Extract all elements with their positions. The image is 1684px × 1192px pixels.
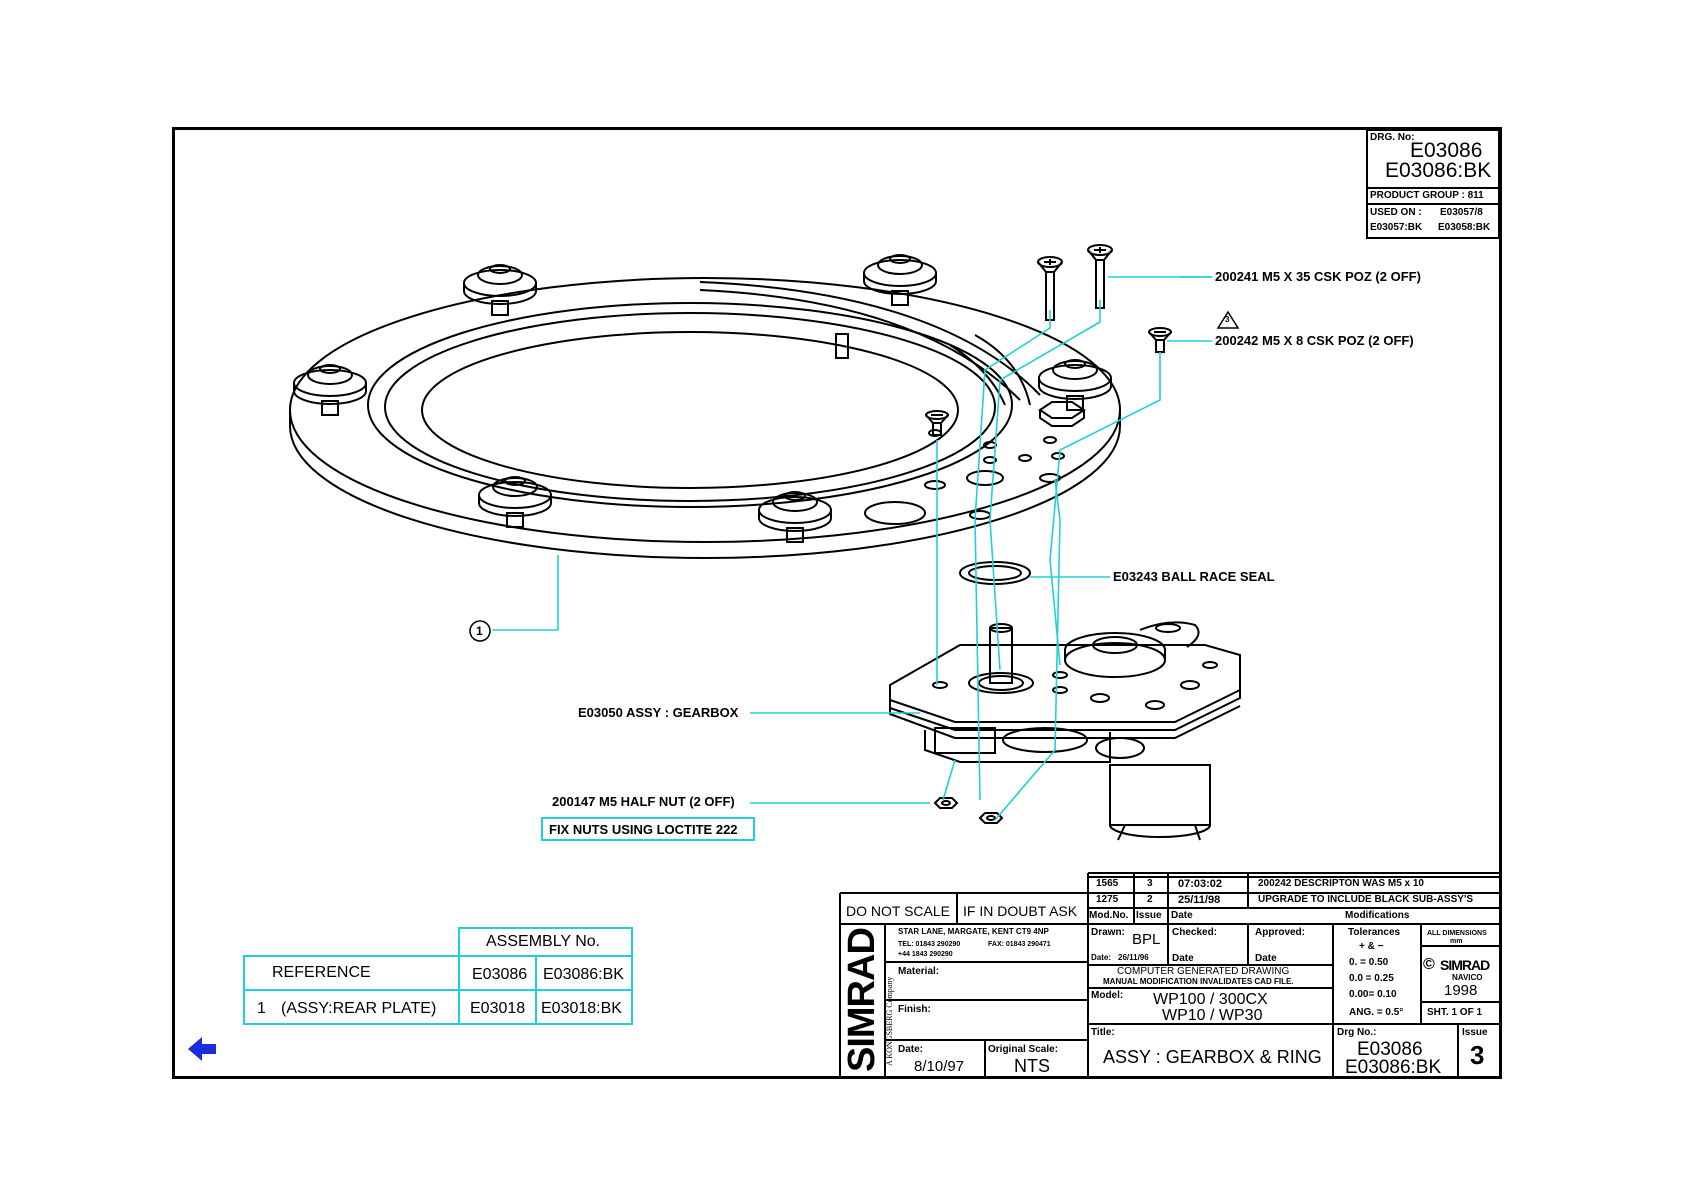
mod-row2-date: 25/11/98: [1178, 894, 1221, 906]
brand-logo-text: SIMRAD: [1440, 957, 1490, 973]
company-address: STAR LANE, MARGATE, KENT CT9 4NP: [898, 927, 1049, 936]
tolerance-2: 0.0 = 0.25: [1349, 973, 1394, 984]
drg-no-label: DRG. No:: [1370, 132, 1415, 143]
company-logo-text: SIMRAD: [841, 928, 883, 1072]
date-label: Date:: [898, 1044, 924, 1055]
used-on-label: USED ON :: [1370, 207, 1422, 218]
callout-half-nut: 200147 M5 HALF NUT (2 OFF): [552, 794, 735, 809]
callout-screw-long: 200241 M5 X 35 CSK POZ (2 OFF): [1215, 269, 1421, 284]
mod-header-mod: Mod.No.: [1089, 910, 1129, 921]
ball-race-seal: [959, 561, 1031, 585]
mod-row1-date: 07:03:02: [1178, 878, 1223, 890]
used-on-2: E03057:BK: [1370, 222, 1423, 233]
if-in-doubt: IF IN DOUBT ASK: [963, 903, 1078, 919]
used-on-3: E03058:BK: [1438, 222, 1491, 233]
drawing-title: ASSY : GEARBOX & RING: [1103, 1047, 1322, 1067]
arrow-left-icon[interactable]: [186, 1036, 218, 1062]
row-col1: E03018: [470, 1000, 526, 1017]
material-label: Material:: [898, 966, 940, 977]
mod-row2-mod: 1275: [1096, 894, 1119, 905]
issue-label: Issue: [1462, 1027, 1488, 1038]
mod-row1-issue: 3: [1147, 878, 1153, 889]
gearbox-assembly: [889, 621, 1241, 841]
mod-row1-mod: 1565: [1096, 878, 1119, 889]
row-item-number: 1: [257, 1000, 266, 1017]
drg-no-footer-label: Drg No.:: [1337, 1027, 1377, 1038]
checked-label: Checked:: [1172, 927, 1218, 938]
all-dimensions-unit: mm: [1450, 938, 1463, 945]
row-description: (ASSY:REAR PLATE): [281, 1000, 437, 1017]
copyright-icon: ©: [1423, 956, 1435, 973]
reference-label: REFERENCE: [272, 964, 371, 981]
company-sub: A KONGSBERG Company: [885, 976, 894, 1066]
cad-note-1: COMPUTER GENERATED DRAWING: [1117, 966, 1290, 977]
callout-screw-short: 200242 M5 X 8 CSK POZ (2 OFF): [1215, 333, 1414, 348]
issue-value: 3: [1470, 1040, 1485, 1070]
drg-no-footer-2: E03086:BK: [1345, 1057, 1442, 1078]
tolerance-4: ANG. = 0.5°: [1349, 1007, 1404, 1018]
all-dimensions: ALL DIMENSIONS: [1427, 930, 1487, 937]
copyright-year: 1998: [1444, 982, 1478, 999]
title-label: Title:: [1091, 1027, 1115, 1038]
drg-no-primary: E03086: [1410, 139, 1483, 162]
rear-ring-plate: [289, 277, 1121, 559]
brand-navico: NAVICO: [1452, 973, 1483, 982]
loctite-note: FIX NUTS USING LOCTITE 222: [549, 822, 738, 837]
drawn-label: Drawn:: [1091, 927, 1125, 938]
company-tel: TEL: 01843 290290: [898, 941, 961, 948]
tolerance-1: 0. = 0.50: [1349, 957, 1389, 968]
mod-row2-issue: 2: [1147, 894, 1153, 905]
drawn-value: BPL: [1132, 931, 1161, 948]
half-nuts: [933, 797, 1004, 824]
title-block-lines: [839, 129, 1500, 1077]
scale-value: NTS: [1014, 1056, 1050, 1076]
item-marker-number: 1: [476, 624, 483, 638]
assembly-col1: E03086: [472, 966, 528, 983]
issue-marker-number: 3: [1225, 315, 1230, 324]
date-value: 8/10/97: [914, 1058, 965, 1075]
tolerance-sign: + & −: [1359, 941, 1384, 952]
model-line-1: WP100 / 300CX: [1153, 991, 1268, 1008]
assembly-header: ASSEMBLY No.: [486, 933, 601, 950]
callout-seal: E03243 BALL RACE SEAL: [1113, 569, 1275, 584]
checked-date-label: Date: [1172, 953, 1194, 964]
company-fax: FAX: 01843 290471: [988, 941, 1051, 948]
mod-header-issue: Issue: [1136, 910, 1162, 921]
company-tel2: +44 1843 290290: [898, 951, 953, 958]
finish-label: Finish:: [898, 1004, 931, 1015]
mod-header-date: Date: [1171, 910, 1193, 921]
approved-label: Approved:: [1255, 927, 1305, 938]
do-not-scale: DO NOT SCALE: [846, 903, 950, 919]
sheet-number: SHT. 1 OF 1: [1427, 1007, 1483, 1018]
used-on-1: E03057/8: [1440, 207, 1483, 218]
row-col2: E03018:BK: [541, 1000, 622, 1017]
drawn-date: 26/11/96: [1118, 953, 1149, 962]
model-label: Model:: [1091, 990, 1124, 1001]
model-line-2: WP10 / WP30: [1162, 1007, 1263, 1024]
drg-no-footer-1: E03086: [1357, 1039, 1423, 1060]
drg-no-secondary: E03086:BK: [1385, 159, 1492, 182]
assembly-col2: E03086:BK: [543, 966, 624, 983]
scale-label: Original Scale:: [988, 1044, 1059, 1055]
tolerance-3: 0.00= 0.10: [1349, 989, 1397, 1000]
mod-row1-desc: 200242 DESCRIPTON WAS M5 x 10: [1258, 878, 1424, 889]
mod-row2-desc: UPGRADE TO INCLUDE BLACK SUB-ASSY'S: [1258, 894, 1473, 905]
loctite-note-box: [541, 817, 755, 841]
mod-header-title: Modifications: [1345, 910, 1410, 921]
item-balloon: [469, 620, 491, 642]
tolerances-label: Tolerances: [1348, 927, 1401, 938]
roller-bearings: [293, 254, 1112, 543]
approved-date-label: Date: [1255, 953, 1277, 964]
cad-note-2: MANUAL MODIFICATION INVALIDATES CAD FILE…: [1103, 977, 1294, 986]
issue-triangle-marker: [1216, 310, 1240, 329]
leader-lines: [492, 276, 1212, 821]
drawn-date-label: Date:: [1091, 953, 1112, 962]
drawing-frame: [172, 127, 1502, 1079]
callout-gearbox: E03050 ASSY : GEARBOX: [578, 705, 739, 720]
product-group: PRODUCT GROUP : 811: [1370, 190, 1484, 201]
